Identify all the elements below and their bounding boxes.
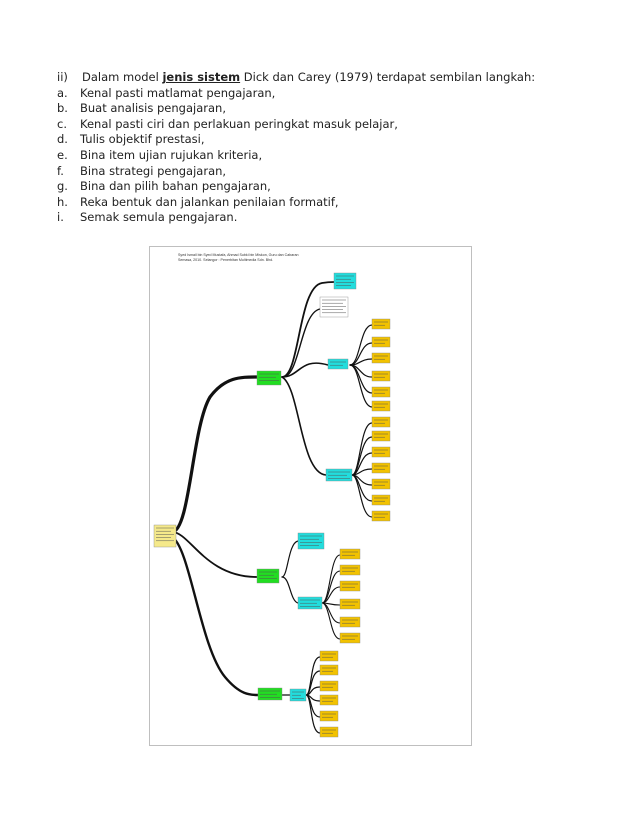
branch-c-leaf-5: [349, 364, 373, 408]
leaf-node: [319, 680, 339, 692]
leaf-node: [319, 726, 339, 738]
mind-map-figure: Syed Ismail bin Syed Mustafa, Ahmad Subk…: [149, 246, 472, 746]
list-item: i.Semak semula pengajaran.: [57, 210, 238, 225]
leaf-node: [319, 710, 339, 722]
leaf-node: [371, 370, 391, 382]
leaf-node: [339, 632, 361, 644]
branch-c-leaf-2: [349, 358, 373, 366]
branch-d-leaf-6: [351, 474, 373, 518]
leaf-node: [371, 400, 391, 412]
branch-top-to-c: [281, 362, 329, 378]
leaf-node: [319, 650, 339, 662]
leaf-node: [371, 446, 391, 458]
list-item: f.Bina strategi pengajaran,: [57, 163, 227, 178]
leaf-node: [339, 598, 361, 610]
leaf-node: [339, 548, 361, 560]
level2-node: [333, 272, 357, 290]
level2-node-outline: [319, 296, 349, 318]
list-item: g.Bina dan pilih bahan pengajaran,: [57, 179, 271, 194]
branch-c-leaf-0: [349, 324, 373, 366]
leaf-node: [371, 494, 391, 506]
intro-marker: ii): [57, 70, 68, 84]
list-item: b.Buat analisis pengajaran,: [57, 101, 226, 116]
leaf-node: [319, 694, 339, 706]
leaf-node: [371, 430, 391, 442]
figure-caption: Syed Ismail bin Syed Mustafa, Ahmad Subk…: [178, 253, 299, 262]
leaf-node: [339, 564, 361, 576]
leaf-node: [371, 352, 391, 364]
jenis-sistem-underline: jenis sistem: [162, 70, 241, 84]
branch-midb-leaf-5: [321, 602, 341, 640]
branch-root-to-bottom: [170, 535, 260, 697]
steps-list: ii)Dalam model jenis sistem Dick dan Car…: [57, 70, 617, 226]
leaf-node: [371, 416, 391, 428]
list-item: c.Kenal pasti ciri dan perlakuan peringk…: [57, 116, 398, 131]
leaf-node: [339, 580, 361, 592]
branch-top-to-b: [281, 308, 321, 378]
leaf-node: [339, 616, 361, 628]
level2-node: [297, 532, 325, 550]
leaf-node: [319, 664, 339, 676]
root-node: [153, 524, 177, 548]
leaf-node: [371, 336, 391, 348]
leaf-node: [371, 478, 391, 490]
branch-midb-leaf-0: [321, 554, 341, 604]
list-item: e.Bina item ujian rujukan kriteria,: [57, 147, 263, 162]
intro-line: ii)Dalam model jenis sistem Dick dan Car…: [57, 70, 536, 84]
level1-node-middle: [256, 568, 280, 584]
branch-mid-to-b: [281, 576, 299, 604]
branch-top-to-d: [281, 376, 327, 476]
branch-root-to-middle: [171, 531, 258, 578]
leaf-node: [371, 510, 391, 522]
leaf-node: [371, 318, 391, 330]
level2-node: [327, 358, 349, 370]
branch-root-to-top: [170, 375, 259, 534]
list-item: h.Reka bentuk dan jalankan penilaian for…: [57, 194, 339, 209]
leaf-node: [371, 386, 391, 398]
list-item: d.Tulis objektif prestasi,: [57, 132, 205, 147]
branch-bottom-leaf-5: [305, 694, 321, 734]
branch-mid-to-a: [281, 540, 299, 578]
list-item: a.Kenal pasti matlamat pengajaran,: [57, 85, 276, 100]
leaf-node: [371, 462, 391, 474]
mind-map-svg: [153, 272, 391, 738]
branch-midb-leaf-4: [321, 602, 341, 624]
branch-top-to-a: [281, 281, 335, 378]
level1-node-top: [256, 370, 282, 386]
